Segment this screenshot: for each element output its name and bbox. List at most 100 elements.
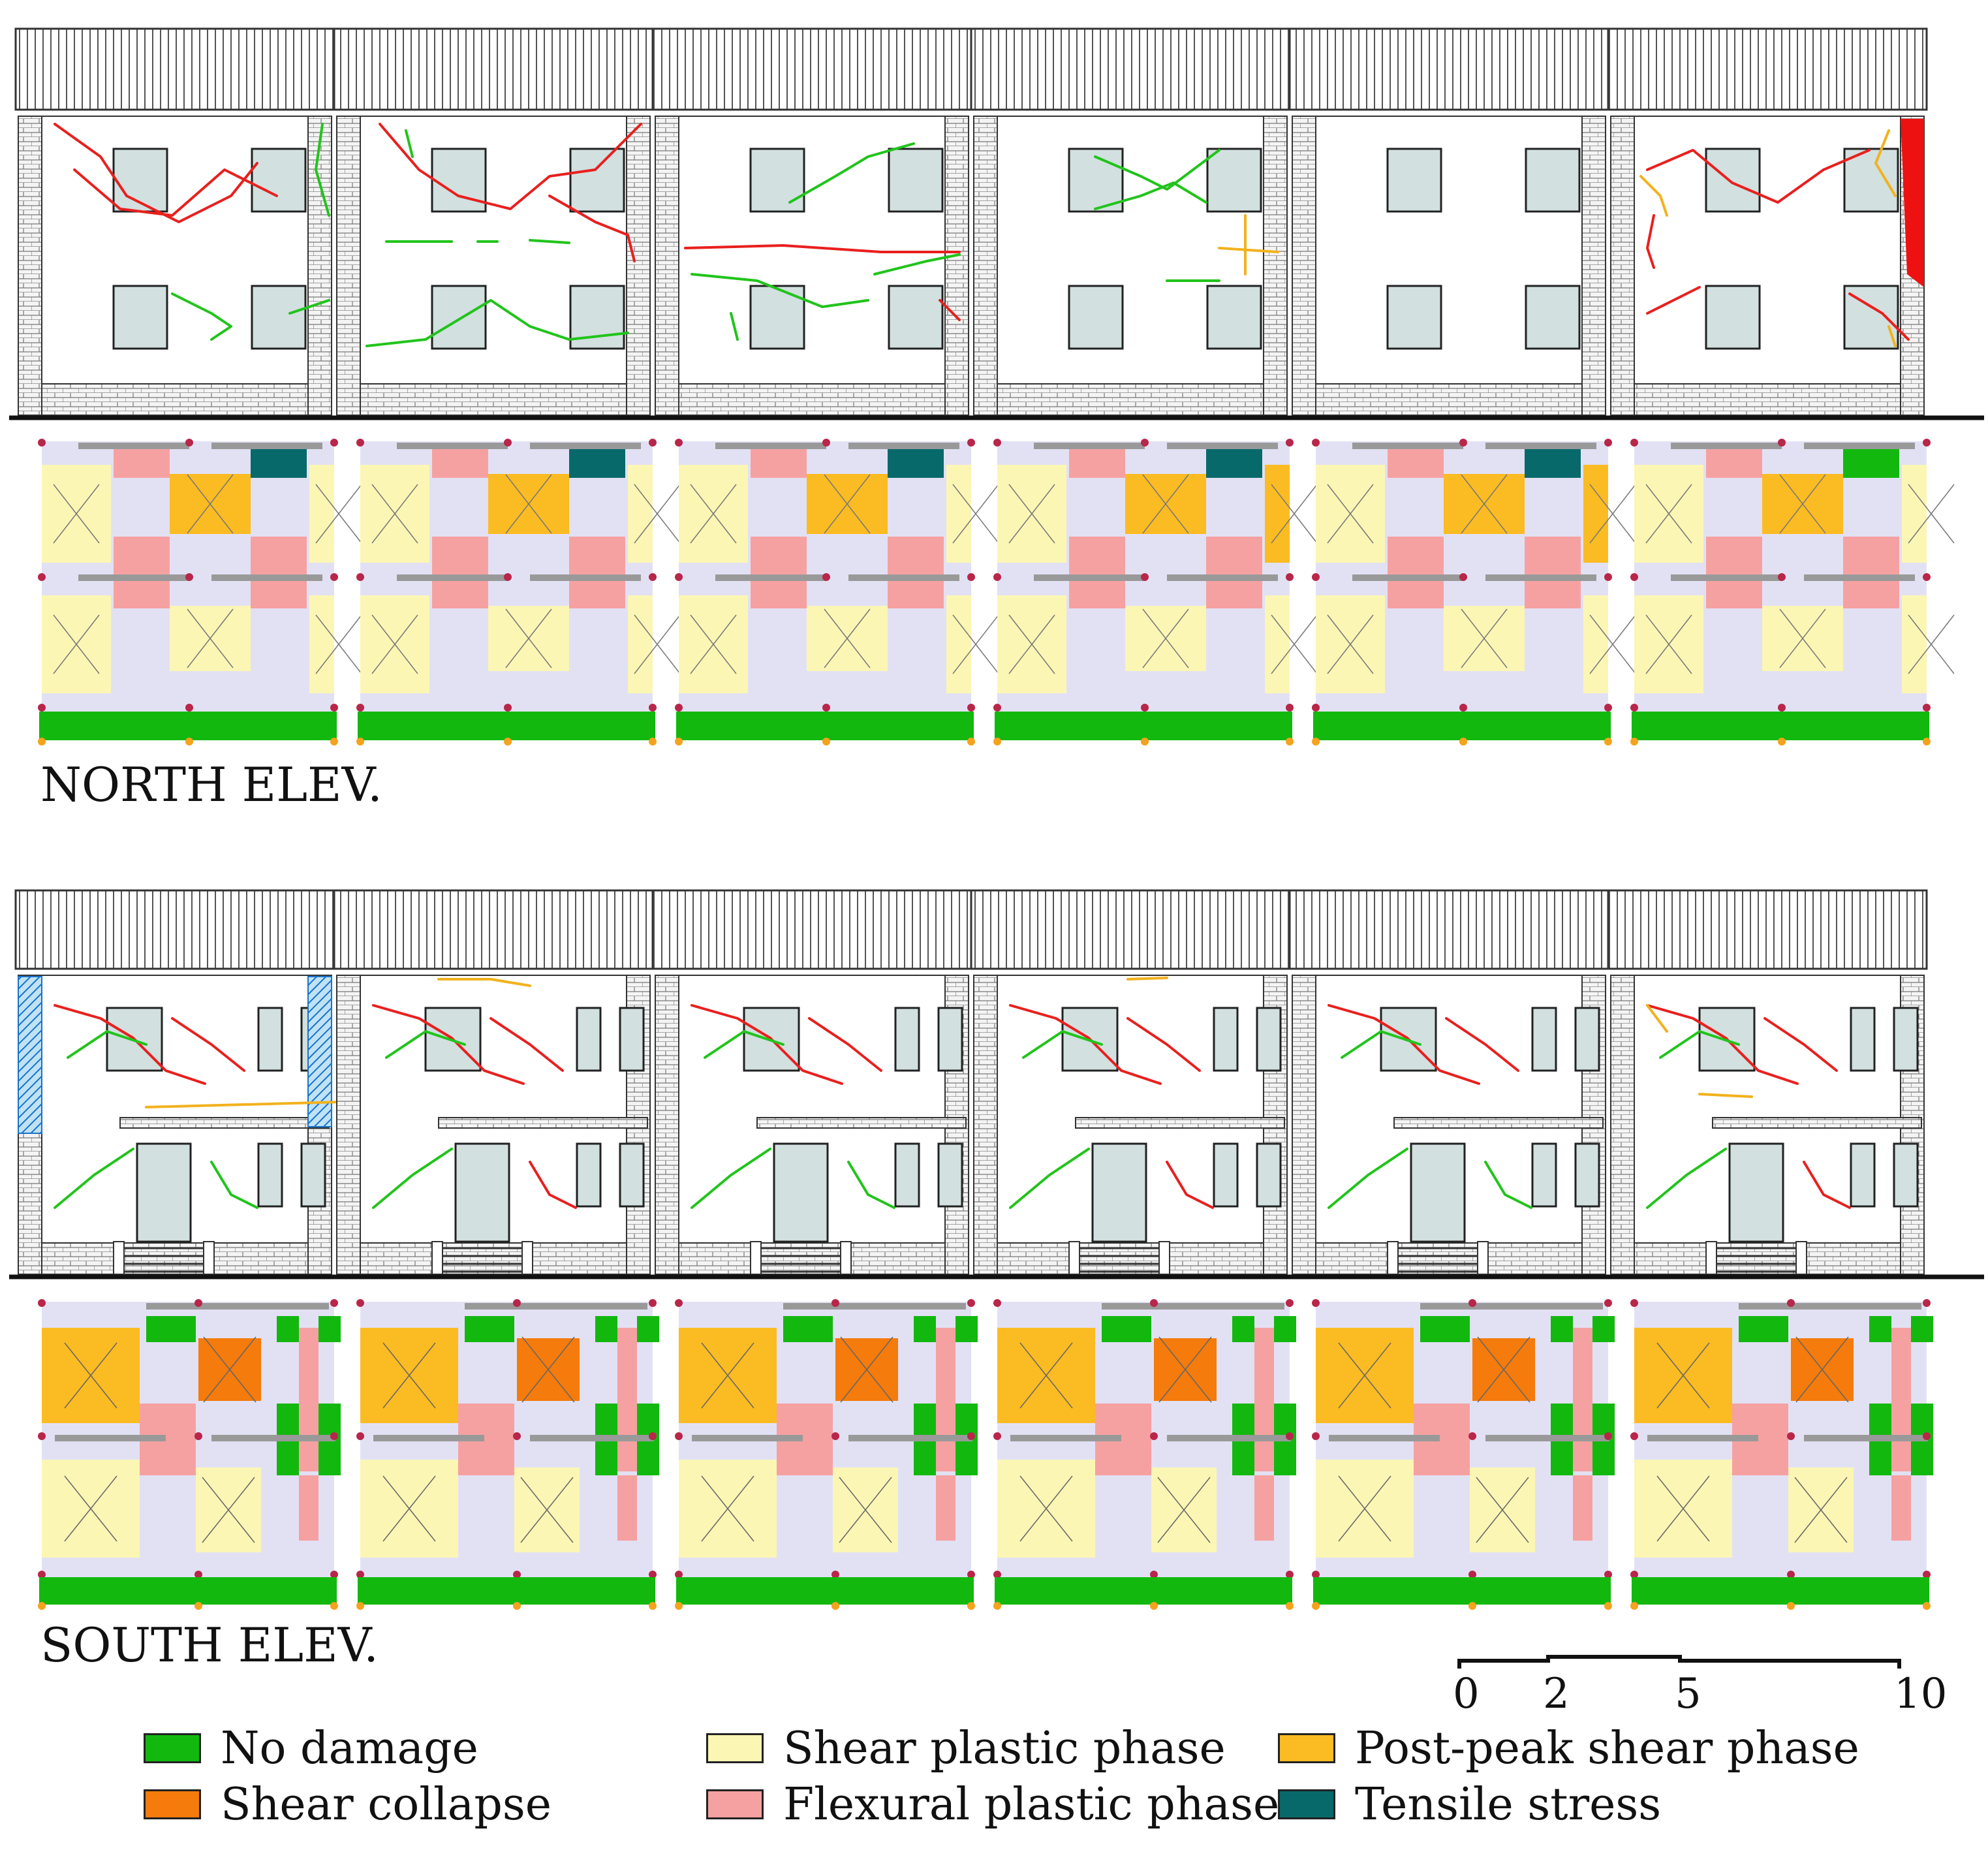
- canopy: [1075, 1117, 1285, 1129]
- window: [1256, 1007, 1282, 1072]
- crack-symbol: [53, 484, 100, 544]
- ring-beam: [1485, 443, 1596, 449]
- canopy: [1712, 1117, 1922, 1129]
- pier: [936, 1328, 955, 1471]
- legend-swatch-shear-collapse: [144, 1789, 201, 1819]
- support-node: [1604, 1602, 1612, 1610]
- node: [194, 1432, 202, 1440]
- crack-symbol: [371, 614, 418, 674]
- crack-symbol: [315, 614, 362, 674]
- crack-line: [145, 1101, 343, 1108]
- legend-item-flexural-plastic: Flexural plastic phase: [706, 1778, 1279, 1830]
- brick-pier: [1581, 116, 1606, 416]
- crack-line: [691, 1004, 843, 1085]
- scale-bar: [1457, 1655, 1901, 1669]
- node: [1312, 704, 1320, 712]
- stair-post: [1705, 1241, 1717, 1275]
- north-elevation-damage-model: [38, 439, 1955, 746]
- south-elevation-label: SOUTH ELEV.: [40, 1618, 379, 1672]
- crack-symbol: [1008, 484, 1055, 544]
- window: [1525, 148, 1581, 213]
- legend-swatch-flexural-plastic: [706, 1789, 764, 1819]
- crack-line: [67, 1030, 148, 1059]
- legend-label-tensile: Tensile stress: [1355, 1778, 1662, 1830]
- node: [967, 704, 975, 712]
- crack-symbol: [520, 1477, 574, 1543]
- legend-label-post-peak: Post-peak shear phase: [1355, 1722, 1859, 1774]
- crack-line: [529, 239, 570, 244]
- pier: [936, 1475, 955, 1541]
- stair-post: [431, 1241, 443, 1275]
- node: [822, 573, 830, 581]
- pier: [309, 595, 334, 693]
- support-node: [675, 1602, 683, 1610]
- node: [1923, 1432, 1931, 1440]
- node: [993, 573, 1001, 581]
- crack-line: [210, 1161, 258, 1209]
- node: [993, 704, 1001, 712]
- crack-line: [1646, 1148, 1727, 1209]
- node: [185, 704, 193, 712]
- brick-pier: [18, 116, 42, 416]
- node: [1630, 1571, 1638, 1578]
- node: [1286, 573, 1294, 581]
- node: [649, 439, 657, 447]
- pier: [1902, 465, 1927, 563]
- node: [1312, 439, 1320, 447]
- crack-line: [1328, 1004, 1480, 1085]
- ring-beam: [848, 574, 959, 581]
- ring-beam: [146, 1303, 329, 1310]
- support-node: [38, 1602, 46, 1610]
- spandrel: [751, 537, 807, 608]
- window: [1068, 285, 1124, 350]
- south-elevation-damage-model: [38, 1299, 1933, 1610]
- support-node: [1286, 738, 1294, 746]
- crack-symbol: [701, 1342, 754, 1409]
- foundation-beam: [676, 712, 974, 740]
- north-model-unit: [38, 439, 362, 746]
- crack-symbol: [1908, 614, 1955, 674]
- node: [967, 1432, 975, 1440]
- node: [822, 439, 830, 447]
- brick-pier: [336, 116, 361, 416]
- window: [1386, 285, 1442, 350]
- ring-beam: [1804, 574, 1915, 581]
- support-node: [1923, 738, 1931, 746]
- crack-line: [54, 123, 258, 223]
- ring-beam: [211, 574, 322, 581]
- support-node: [330, 1602, 338, 1610]
- node: [1604, 1571, 1612, 1578]
- ring-beam: [1102, 1303, 1284, 1310]
- crack-line: [939, 299, 961, 321]
- crack-line: [1698, 1093, 1753, 1098]
- spandrel: [251, 448, 307, 478]
- crack-line: [372, 1148, 453, 1209]
- crack-symbol: [634, 484, 681, 544]
- crack-line: [73, 168, 278, 217]
- node: [675, 573, 683, 581]
- node: [1312, 1432, 1320, 1440]
- crack-line: [437, 978, 531, 987]
- crack-symbol: [824, 474, 871, 534]
- node: [1286, 1299, 1294, 1307]
- foundation-beam: [39, 1577, 337, 1605]
- crack-line: [288, 299, 330, 315]
- crack-symbol: [53, 614, 100, 674]
- crack-line: [171, 1017, 245, 1072]
- window: [1213, 1007, 1239, 1072]
- crack-symbol: [1656, 1475, 1710, 1542]
- window: [257, 1142, 283, 1208]
- crack-line: [385, 1030, 466, 1059]
- plinth: [1634, 383, 1901, 416]
- north-unit: [651, 27, 972, 416]
- crack-symbol: [1142, 608, 1189, 668]
- node: [1923, 439, 1931, 447]
- spandrel: [318, 1316, 341, 1342]
- crack-symbol: [1794, 1477, 1848, 1543]
- north-unit: [333, 27, 654, 416]
- south-unit: [1288, 889, 1609, 1275]
- crack-line: [1763, 1017, 1838, 1072]
- south-unit: [333, 889, 654, 1275]
- node: [38, 439, 46, 447]
- crack-symbol: [840, 1336, 893, 1403]
